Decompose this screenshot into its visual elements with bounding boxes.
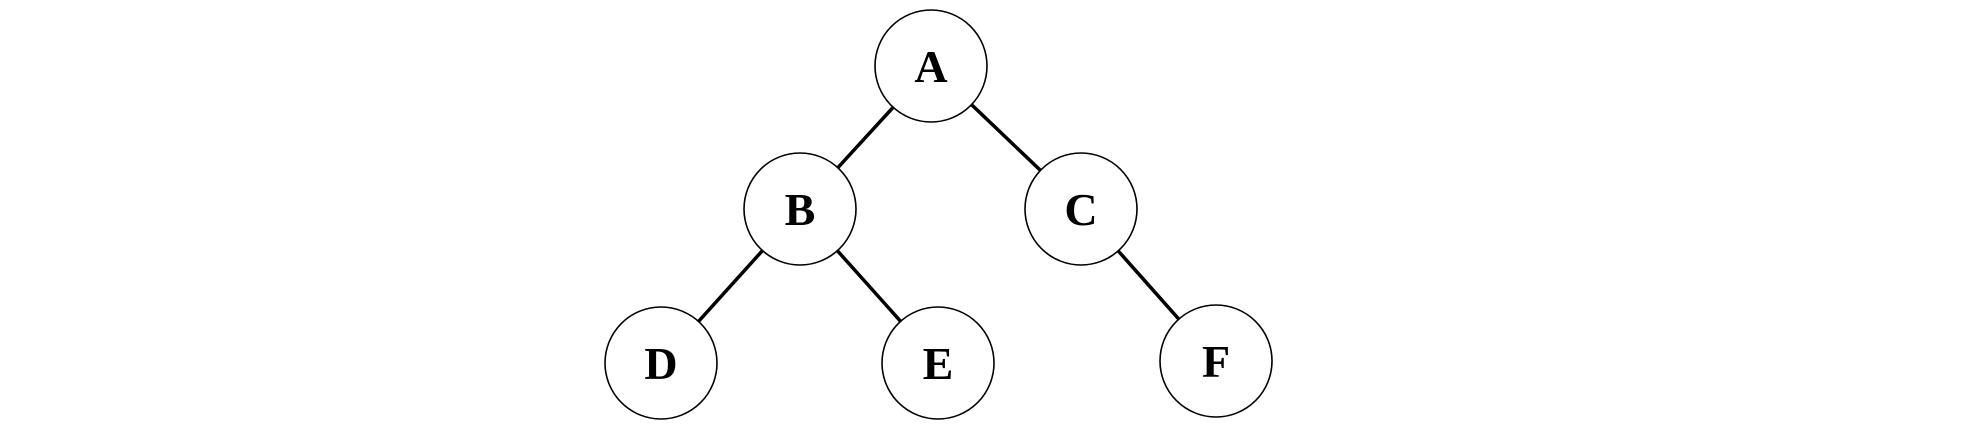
- node-B: B: [743, 152, 857, 266]
- node-A-circle: [874, 9, 988, 123]
- node-B-circle: [743, 152, 857, 266]
- node-F-label: F: [1202, 336, 1230, 387]
- node-A: A: [874, 9, 988, 123]
- node-D: D: [604, 306, 718, 420]
- node-C-circle: [1024, 152, 1138, 266]
- node-E-label: E: [923, 338, 954, 389]
- node-A-label: A: [914, 41, 947, 92]
- node-E: E: [881, 306, 995, 420]
- node-F: F: [1159, 304, 1273, 418]
- node-C-label: C: [1064, 184, 1097, 235]
- node-B-label: B: [785, 184, 816, 235]
- node-D-circle: [604, 306, 718, 420]
- node-D-label: D: [644, 338, 677, 389]
- node-F-circle: [1159, 304, 1273, 418]
- node-C: C: [1024, 152, 1138, 266]
- node-E-circle: [881, 306, 995, 420]
